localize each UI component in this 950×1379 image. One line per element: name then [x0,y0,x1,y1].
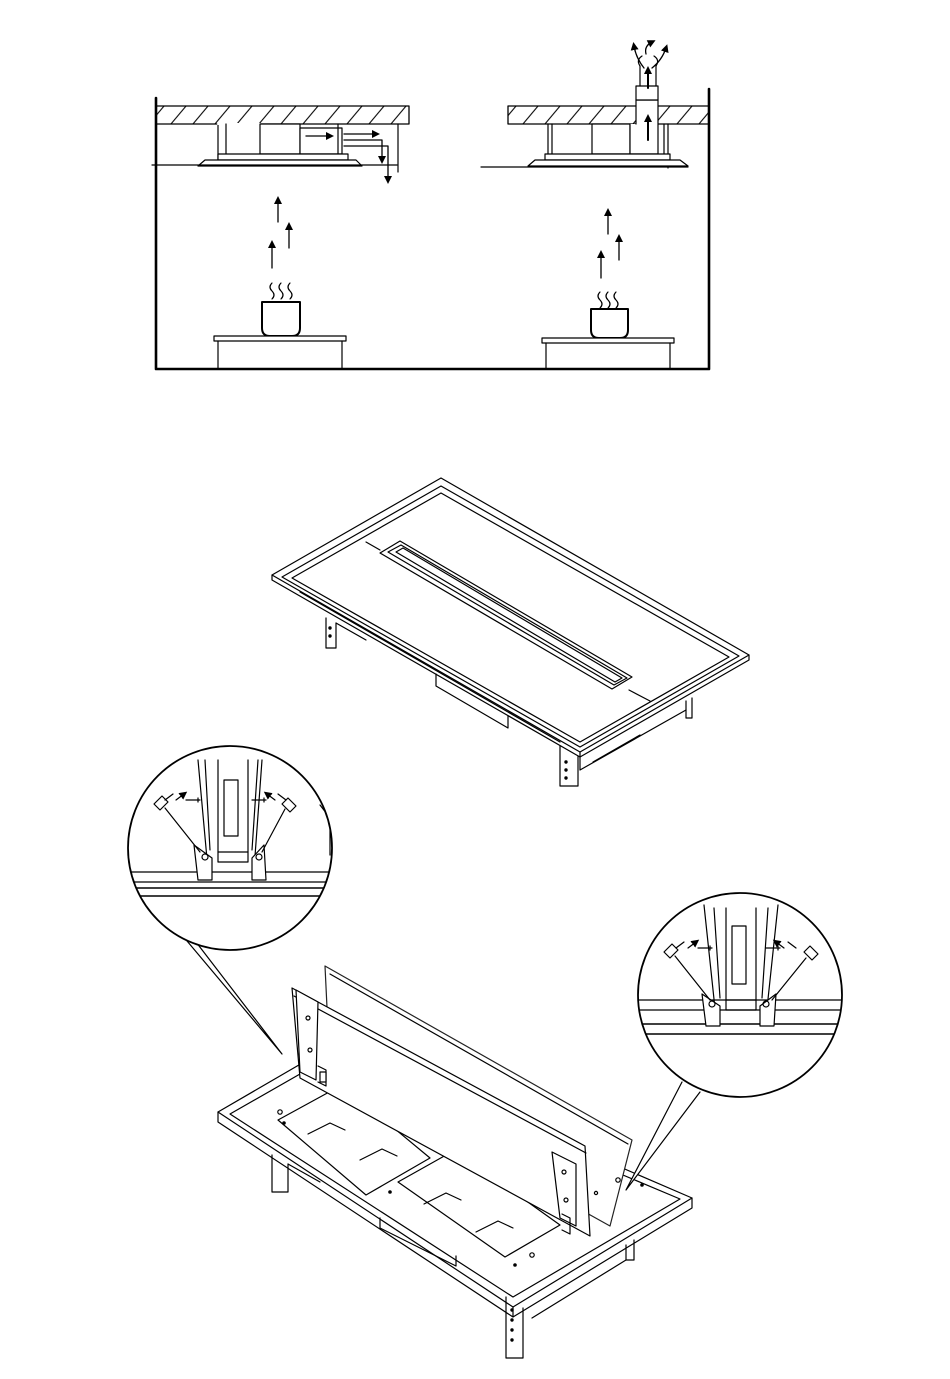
airflow-arrow-icon [652,48,666,68]
magnifier-callout-icon [128,746,332,950]
steam-icon [598,292,618,308]
magnifier-callout-icon [638,893,842,1097]
counter-left [214,336,346,341]
hood-closed-isometric [272,478,749,786]
counter-right [542,338,674,343]
detail-callout-right [626,893,848,1190]
cooking-pot-left [214,283,346,369]
callout-leader-right [626,1082,700,1190]
steam-icon [270,283,292,299]
airflow-diagram [152,42,709,369]
airflow-arrow-icon [344,140,382,160]
ceiling-right [508,106,709,124]
airflow-arrow-icon [646,42,652,54]
callout-leader-left [182,935,282,1054]
hood-open-isometric [218,966,692,1358]
cooking-pot-right [542,292,674,369]
ceiling-left [156,106,409,124]
pot-icon [262,302,300,336]
pot-icon [591,309,628,338]
hood-unit-recirculation [152,124,398,172]
